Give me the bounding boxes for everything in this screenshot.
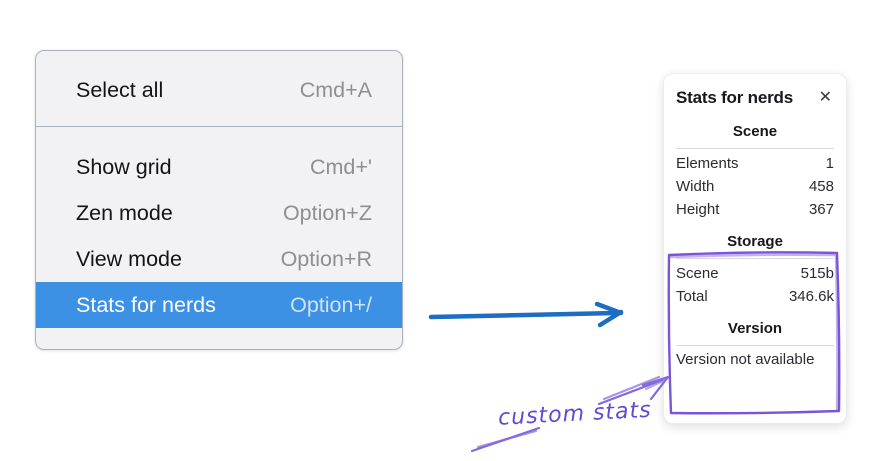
menu-item-shortcut: Option+Z bbox=[282, 200, 372, 225]
stat-row-total-storage: Total 346.6k bbox=[676, 288, 834, 305]
section-divider bbox=[676, 345, 834, 346]
version-note: Version not available bbox=[676, 351, 815, 368]
stat-value: 1 bbox=[825, 155, 834, 172]
section-divider bbox=[676, 148, 834, 149]
menu-item-shortcut: Cmd+' bbox=[309, 154, 372, 179]
stat-label: Total bbox=[676, 288, 708, 305]
menu-divider bbox=[36, 126, 402, 127]
stats-panel-header: Stats for nerds ✕ bbox=[676, 88, 834, 108]
stat-value: 367 bbox=[808, 201, 834, 218]
menu-item-shortcut: Cmd+A bbox=[299, 77, 372, 102]
stat-value: 458 bbox=[808, 178, 834, 195]
stat-row-elements: Elements 1 bbox=[676, 155, 834, 172]
stat-label: Height bbox=[676, 201, 720, 218]
menu-item-stats-for-nerds[interactable]: Stats for nerds Option+/ bbox=[36, 282, 402, 328]
stat-label: Width bbox=[676, 178, 715, 195]
menu-item-show-grid[interactable]: Show grid Cmd+' bbox=[36, 144, 402, 190]
menu-item-shortcut: Option+R bbox=[280, 246, 372, 271]
section-divider bbox=[676, 258, 834, 259]
annotation-arrow bbox=[470, 375, 670, 453]
close-icon[interactable]: ✕ bbox=[818, 89, 832, 106]
section-header-storage: Storage bbox=[727, 233, 783, 250]
menu-item-label: Select all bbox=[76, 77, 164, 102]
stat-row-width: Width 458 bbox=[676, 178, 834, 195]
menu-item-view-mode[interactable]: View mode Option+R bbox=[36, 236, 402, 282]
context-menu: Select all Cmd+A Show grid Cmd+' Zen mod… bbox=[35, 50, 403, 350]
stats-panel-title: Stats for nerds bbox=[676, 88, 793, 107]
menu-item-label: Stats for nerds bbox=[76, 292, 216, 317]
menu-item-label: View mode bbox=[76, 246, 182, 271]
menu-item-zen-mode[interactable]: Zen mode Option+Z bbox=[36, 190, 402, 236]
stat-label: Elements bbox=[676, 155, 739, 172]
menu-item-label: Show grid bbox=[76, 154, 172, 179]
section-header-version: Version bbox=[727, 320, 783, 337]
stat-label: Scene bbox=[676, 265, 719, 282]
stat-value: 515b bbox=[800, 265, 834, 282]
menu-item-label: Zen mode bbox=[76, 200, 173, 225]
stat-row-scene-storage: Scene 515b bbox=[676, 265, 834, 282]
section-header-scene: Scene bbox=[732, 123, 778, 140]
stats-panel: Stats for nerds ✕ Scene Elements 1 Width… bbox=[663, 73, 847, 424]
menu-item-shortcut: Option+/ bbox=[290, 292, 372, 317]
pointer-arrow bbox=[428, 301, 624, 328]
custom-stats-annotation: custom stats bbox=[497, 398, 652, 431]
stat-row-height: Height 367 bbox=[676, 201, 834, 218]
menu-item-select-all[interactable]: Select all Cmd+A bbox=[36, 67, 402, 113]
stat-value: 346.6k bbox=[788, 288, 834, 305]
